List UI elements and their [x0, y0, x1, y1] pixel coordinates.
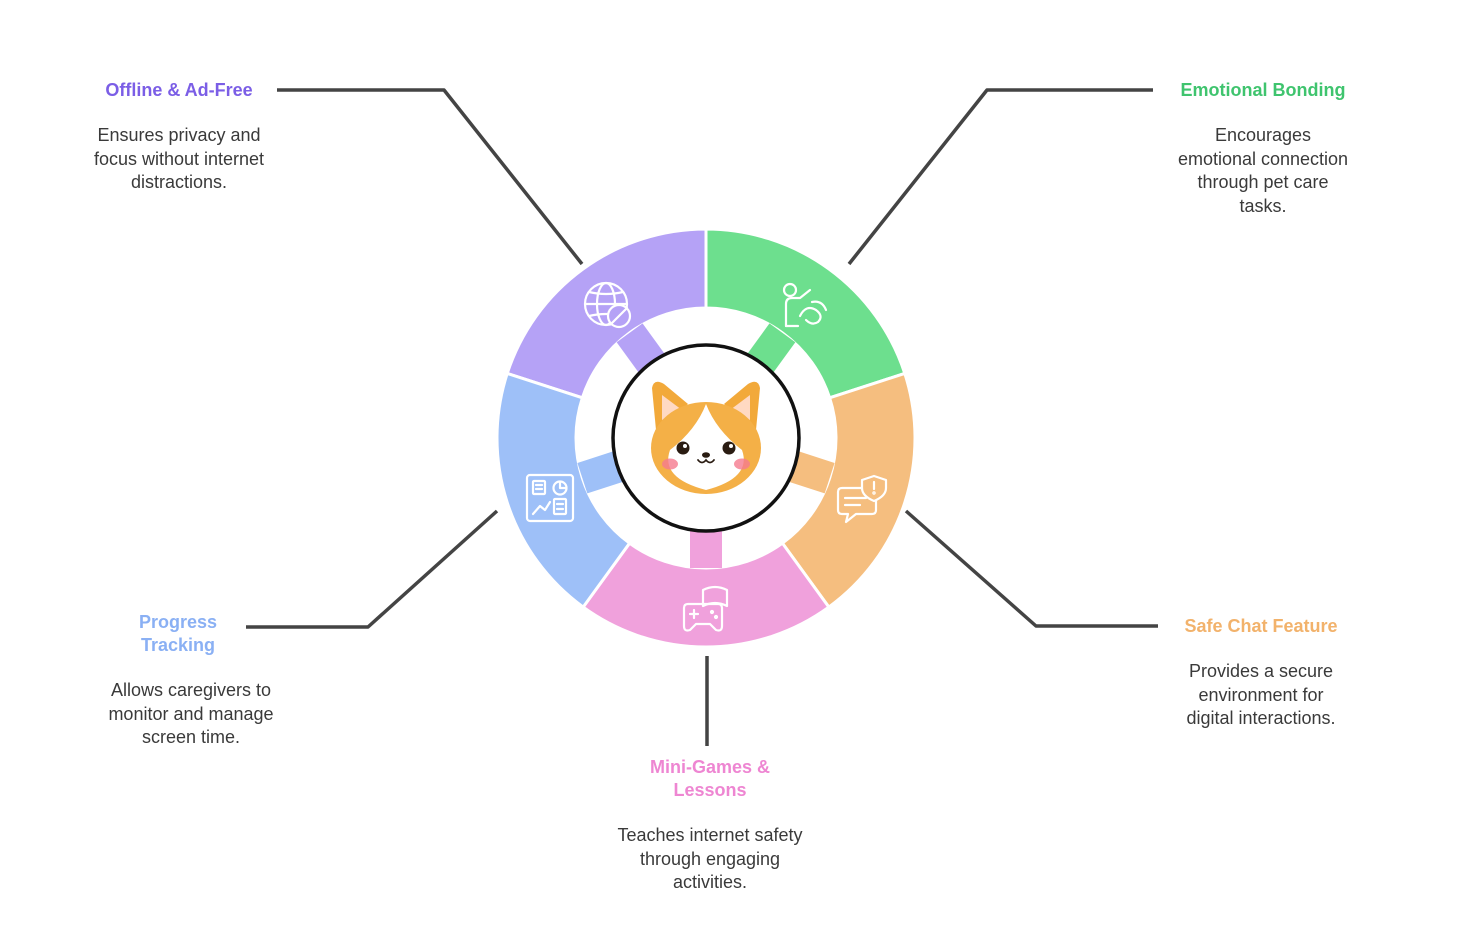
connector-offline [277, 88, 584, 266]
feature-title: Mini-Games & Lessons [649, 757, 771, 800]
connector-emotional [847, 88, 1153, 266]
connector-lines [246, 88, 1158, 746]
feature-minigames: Mini-Games & Lessons Teaches internet sa… [600, 756, 820, 895]
globe-blocked-icon [583, 281, 632, 329]
connector-progress [246, 509, 499, 629]
person-petting-icon [782, 282, 828, 328]
dashboard-chart-icon [525, 473, 575, 523]
chat-shield-icon [836, 474, 888, 524]
feature-description: Teaches internet safety through engaging… [617, 825, 803, 892]
feature-emotional: Emotional Bonding Encourages emotional c… [1168, 79, 1358, 218]
center-badge [611, 343, 801, 533]
feature-title: Offline & Ad-Free [105, 80, 253, 100]
feature-title: Emotional Bonding [1180, 80, 1346, 100]
feature-description: Provides a secure environment for digita… [1186, 661, 1336, 728]
feature-safechat: Safe Chat Feature Provides a secure envi… [1166, 615, 1356, 731]
feature-progress: Progress Tracking Allows caregivers to m… [88, 611, 294, 750]
feature-description: Ensures privacy and focus without intern… [93, 125, 265, 192]
connector-safechat [904, 509, 1158, 628]
feature-title: Progress Tracking [138, 612, 218, 655]
corgi-face-icon [651, 381, 761, 494]
feature-offline: Offline & Ad-Free Ensures privacy and fo… [70, 79, 288, 195]
feature-description: Encourages emotional connection through … [1177, 125, 1349, 216]
feature-title: Safe Chat Feature [1184, 616, 1338, 636]
gamepad-book-icon [682, 585, 729, 632]
feature-description: Allows caregivers to monitor and manage … [108, 680, 274, 747]
